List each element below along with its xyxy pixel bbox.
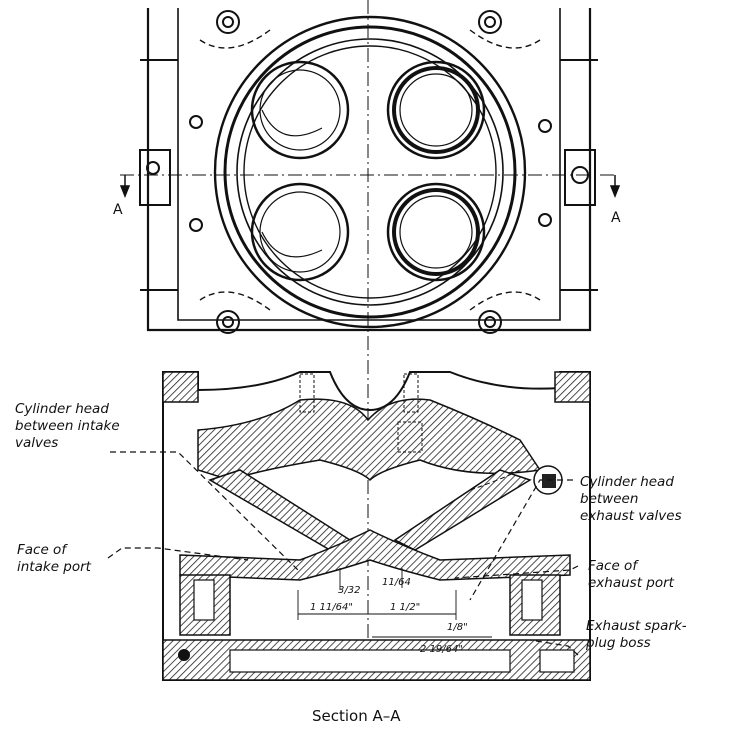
label-intake-head-1: Cylinder head — [15, 401, 109, 417]
label-intake-face-2: intake port — [17, 559, 92, 575]
label-spark-boss: Exhaust spark- plug boss — [585, 618, 687, 651]
label-intake-face-1: Face of — [17, 542, 68, 558]
dim-1-8: 1/8" — [447, 622, 468, 633]
label-exhaust-head: Cylinder head between exhaust valves — [580, 474, 682, 524]
label-exhaust-face: Face of exhaust port — [588, 558, 675, 591]
dim-2-19-64: 2 19/64" — [420, 644, 463, 655]
leader-lines — [107, 451, 579, 656]
label-exhaust-head-3: exhaust valves — [580, 508, 682, 524]
dim-1-1-2: 1 1/2" — [390, 602, 420, 613]
section-mark-left: A — [113, 202, 123, 218]
label-exhaust-head-1: Cylinder head — [580, 474, 674, 490]
section-cut-markers — [119, 175, 621, 199]
label-spark-boss-1: Exhaust spark- — [586, 618, 687, 634]
dim-3-32: 3/32 — [338, 585, 360, 596]
label-intake-head-3: valves — [15, 435, 58, 451]
label-exhaust-head-2: between — [580, 491, 638, 507]
label-spark-boss-2: plug boss — [585, 635, 651, 651]
label-intake-head: Cylinder head between intake valves — [15, 401, 120, 451]
dim-11-64: 11/64 — [382, 577, 411, 588]
section-view — [162, 371, 591, 681]
label-exhaust-face-2: exhaust port — [588, 575, 675, 591]
section-caption: Section A–A — [312, 707, 401, 725]
label-intake-head-2: between intake — [15, 418, 120, 434]
section-mark-right: A — [611, 210, 621, 226]
label-exhaust-face-1: Face of — [588, 558, 639, 574]
label-intake-face: Face of intake port — [17, 542, 92, 575]
dim-1-11-64: 1 11/64" — [310, 602, 353, 613]
plan-view — [139, 8, 598, 334]
